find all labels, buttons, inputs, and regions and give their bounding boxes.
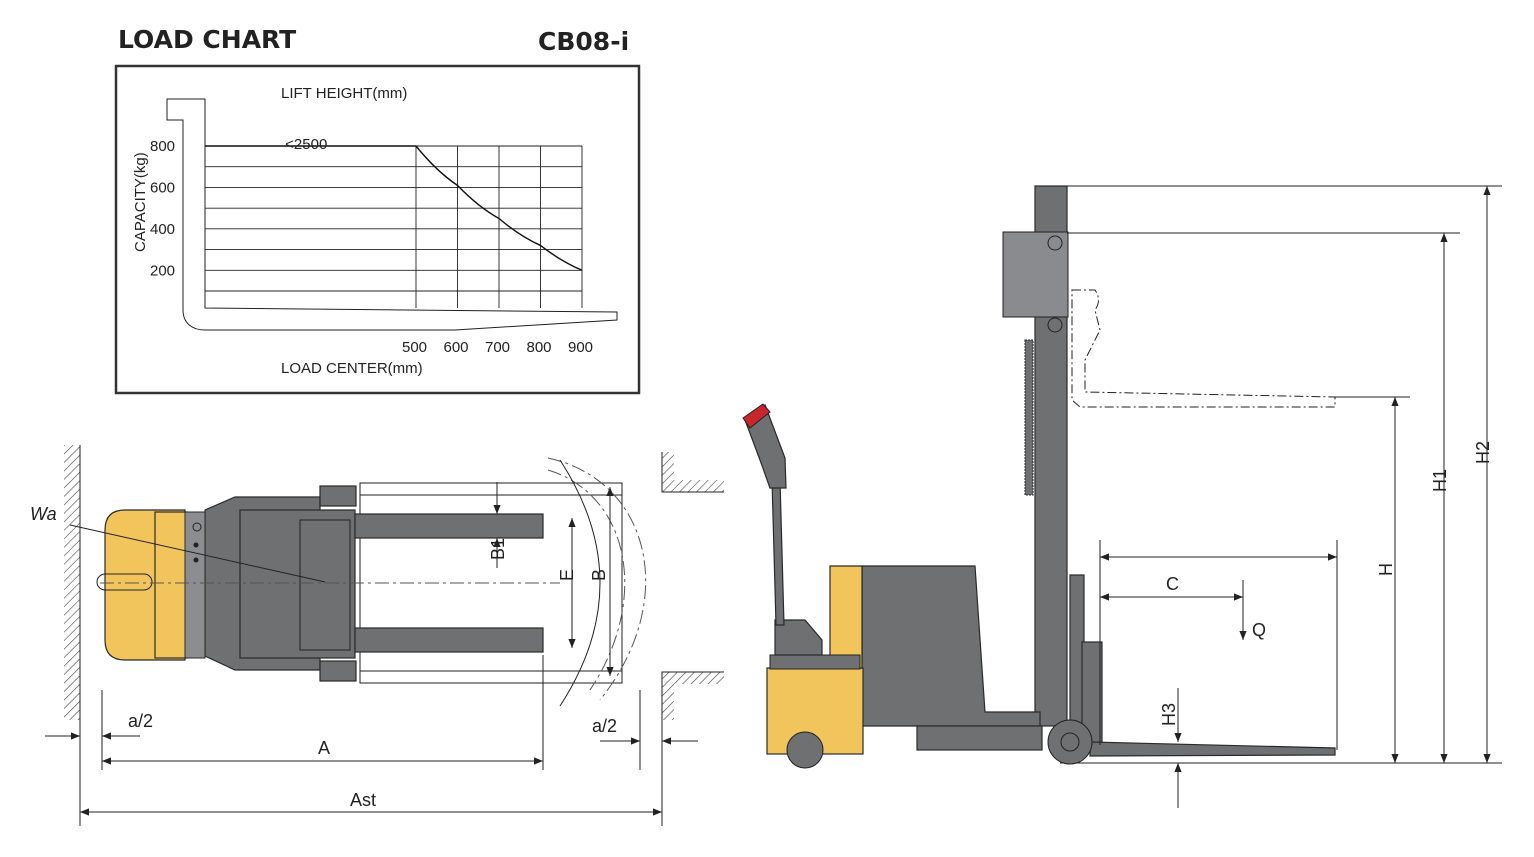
h-label: H <box>1376 563 1396 576</box>
top-panel-strip <box>184 511 206 659</box>
x-tick-label: 800 <box>527 339 552 356</box>
x-tick-labels: 500 600 700 800 900 <box>402 339 593 356</box>
wa-label: Wa <box>30 504 57 524</box>
top-mast <box>299 519 351 651</box>
y-tick-label: 800 <box>150 138 175 155</box>
top-outrigger-bottom <box>319 660 357 682</box>
top-pulley <box>1047 235 1063 251</box>
a-half-left-label: a/2 <box>128 711 153 731</box>
load-chart-title: LOAD CHART <box>118 25 296 54</box>
side-view: C Q H H1 H2 H3 <box>742 185 1502 808</box>
top-view: Wa B1 E B a/2 a/2 A Ast <box>30 445 724 826</box>
a-half-right-label: a/2 <box>592 716 617 736</box>
top-key-icon <box>192 522 202 532</box>
ast-label: Ast <box>350 790 376 810</box>
load-wheel-hub <box>1060 732 1080 752</box>
right-wall-top-hatch-2 <box>674 480 724 492</box>
model-title: CB08-i <box>538 27 629 56</box>
c-label: C <box>1166 574 1179 594</box>
right-wall-bottom <box>661 671 724 720</box>
fork-outline <box>166 98 618 331</box>
chart-grid <box>205 145 583 308</box>
b-label: B <box>589 569 609 581</box>
chassis-base <box>916 725 1043 751</box>
tiller-head <box>744 404 787 489</box>
turning-arc-outer <box>547 457 647 701</box>
lowered-fork <box>1089 741 1336 757</box>
x-axis-label: LOAD CENTER(mm) <box>281 360 423 377</box>
top-button-icon <box>193 542 199 548</box>
b1-label: B1 <box>488 538 508 560</box>
e-label: E <box>557 569 577 581</box>
chain-pulley <box>1047 317 1063 333</box>
h2-label: H2 <box>1473 441 1493 464</box>
mast-rack <box>1024 339 1034 496</box>
y-tick-label: 600 <box>150 179 175 196</box>
top-fork-upper <box>354 513 544 539</box>
series-label: <2500 <box>285 136 327 153</box>
a-label: A <box>318 738 330 758</box>
h1-label: H1 <box>1430 469 1450 492</box>
wa-leader <box>69 524 326 583</box>
load-chart: LIFT HEIGHT(mm) LOAD CENTER(mm) CAPACITY… <box>114 64 641 395</box>
y-tick-label: 400 <box>150 221 175 238</box>
tiller-base <box>774 619 823 656</box>
right-wall-bottom-hatch <box>662 672 674 720</box>
handle-tip <box>742 403 771 429</box>
q-label: Q <box>1252 620 1266 640</box>
right-wall-top-hatch <box>662 452 674 492</box>
top-fork-lower <box>354 627 544 653</box>
battery-cover-top <box>829 565 863 669</box>
load-wheel <box>1047 719 1093 765</box>
x-tick-label: 900 <box>568 339 593 356</box>
tiller-arm <box>771 479 785 626</box>
chassis-body <box>861 565 1041 727</box>
lift-motor <box>1002 231 1069 318</box>
y-tick-labels: 200 400 600 800 <box>150 138 175 279</box>
x-tick-label: 600 <box>444 339 469 356</box>
raised-forks <box>1071 289 1336 408</box>
y-axis-label: CAPACITY(kg) <box>132 152 149 252</box>
chart-frame <box>114 64 641 395</box>
top-outrigger-top <box>319 485 357 507</box>
left-wall-hatch <box>64 445 80 720</box>
turning-arc <box>559 459 601 707</box>
x-tick-label: 500 <box>402 339 427 356</box>
pallet-outline <box>359 482 623 684</box>
top-handle <box>96 573 153 591</box>
capacity-curve <box>205 145 583 271</box>
right-wall-bottom-hatch-2 <box>674 672 724 684</box>
top-indicator-icon <box>193 557 199 563</box>
top-mast-area <box>239 509 356 659</box>
lift-height-label: LIFT HEIGHT(mm) <box>281 85 407 102</box>
control-board <box>769 654 861 670</box>
right-wall-top <box>661 452 724 493</box>
drive-wheel <box>786 731 824 769</box>
h3-label: H3 <box>1159 703 1179 726</box>
y-tick-label: 200 <box>150 262 175 279</box>
top-control-panel <box>154 511 188 659</box>
x-tick-label: 700 <box>485 339 510 356</box>
